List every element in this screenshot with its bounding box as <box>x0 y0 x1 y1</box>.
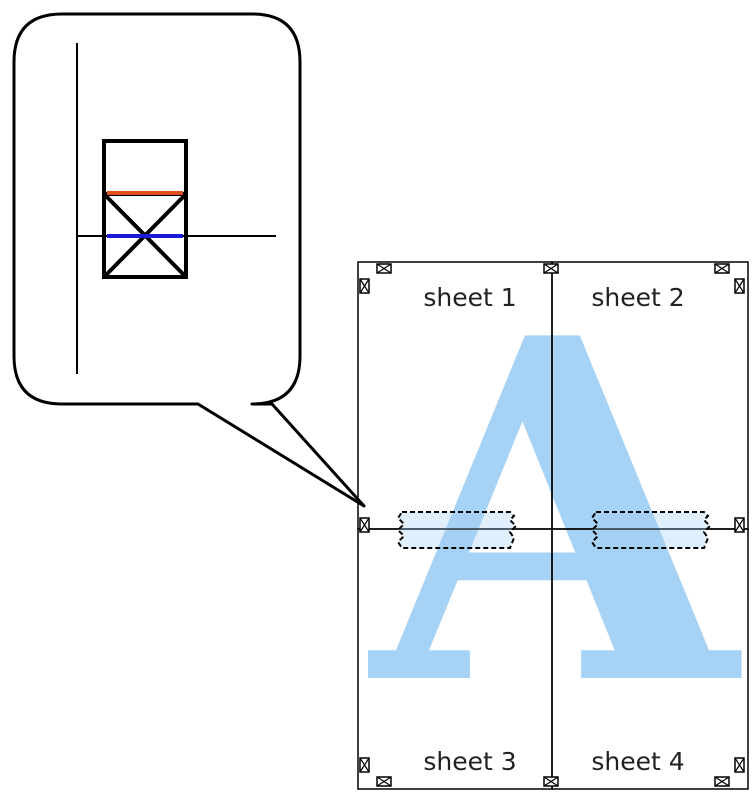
crossed-box-icon <box>734 517 745 533</box>
sheet-4-label: sheet 4 <box>591 747 684 776</box>
crossed-box-icon <box>543 776 559 787</box>
callout-outline <box>12 12 366 508</box>
poster-assembly: A sheet 1 sheet 2 sheet 3 sheet 4 <box>357 237 749 790</box>
sheet-4-border <box>551 528 749 790</box>
crossed-box-icon <box>714 263 730 274</box>
crossed-box-icon <box>734 278 745 294</box>
crossed-box-icon <box>359 757 370 773</box>
crossed-box-icon <box>376 776 392 787</box>
crossed-box-icon <box>376 263 392 274</box>
corner-marks <box>359 263 745 787</box>
overlap-strip-left <box>396 511 518 549</box>
crossed-box-icon <box>734 757 745 773</box>
sheet-1-label: sheet 1 <box>423 283 516 312</box>
crossed-box-icon <box>359 517 370 533</box>
sheet-2-label: sheet 2 <box>591 283 684 312</box>
crossed-box-icon <box>714 776 730 787</box>
overlap-strip-right <box>590 511 712 549</box>
callout-bubble <box>12 12 366 508</box>
crossed-box-icon <box>359 278 370 294</box>
sheet-3-label: sheet 3 <box>423 747 516 776</box>
crossed-box-icon <box>543 263 559 274</box>
crossed-box-magnified-icon <box>102 139 188 279</box>
